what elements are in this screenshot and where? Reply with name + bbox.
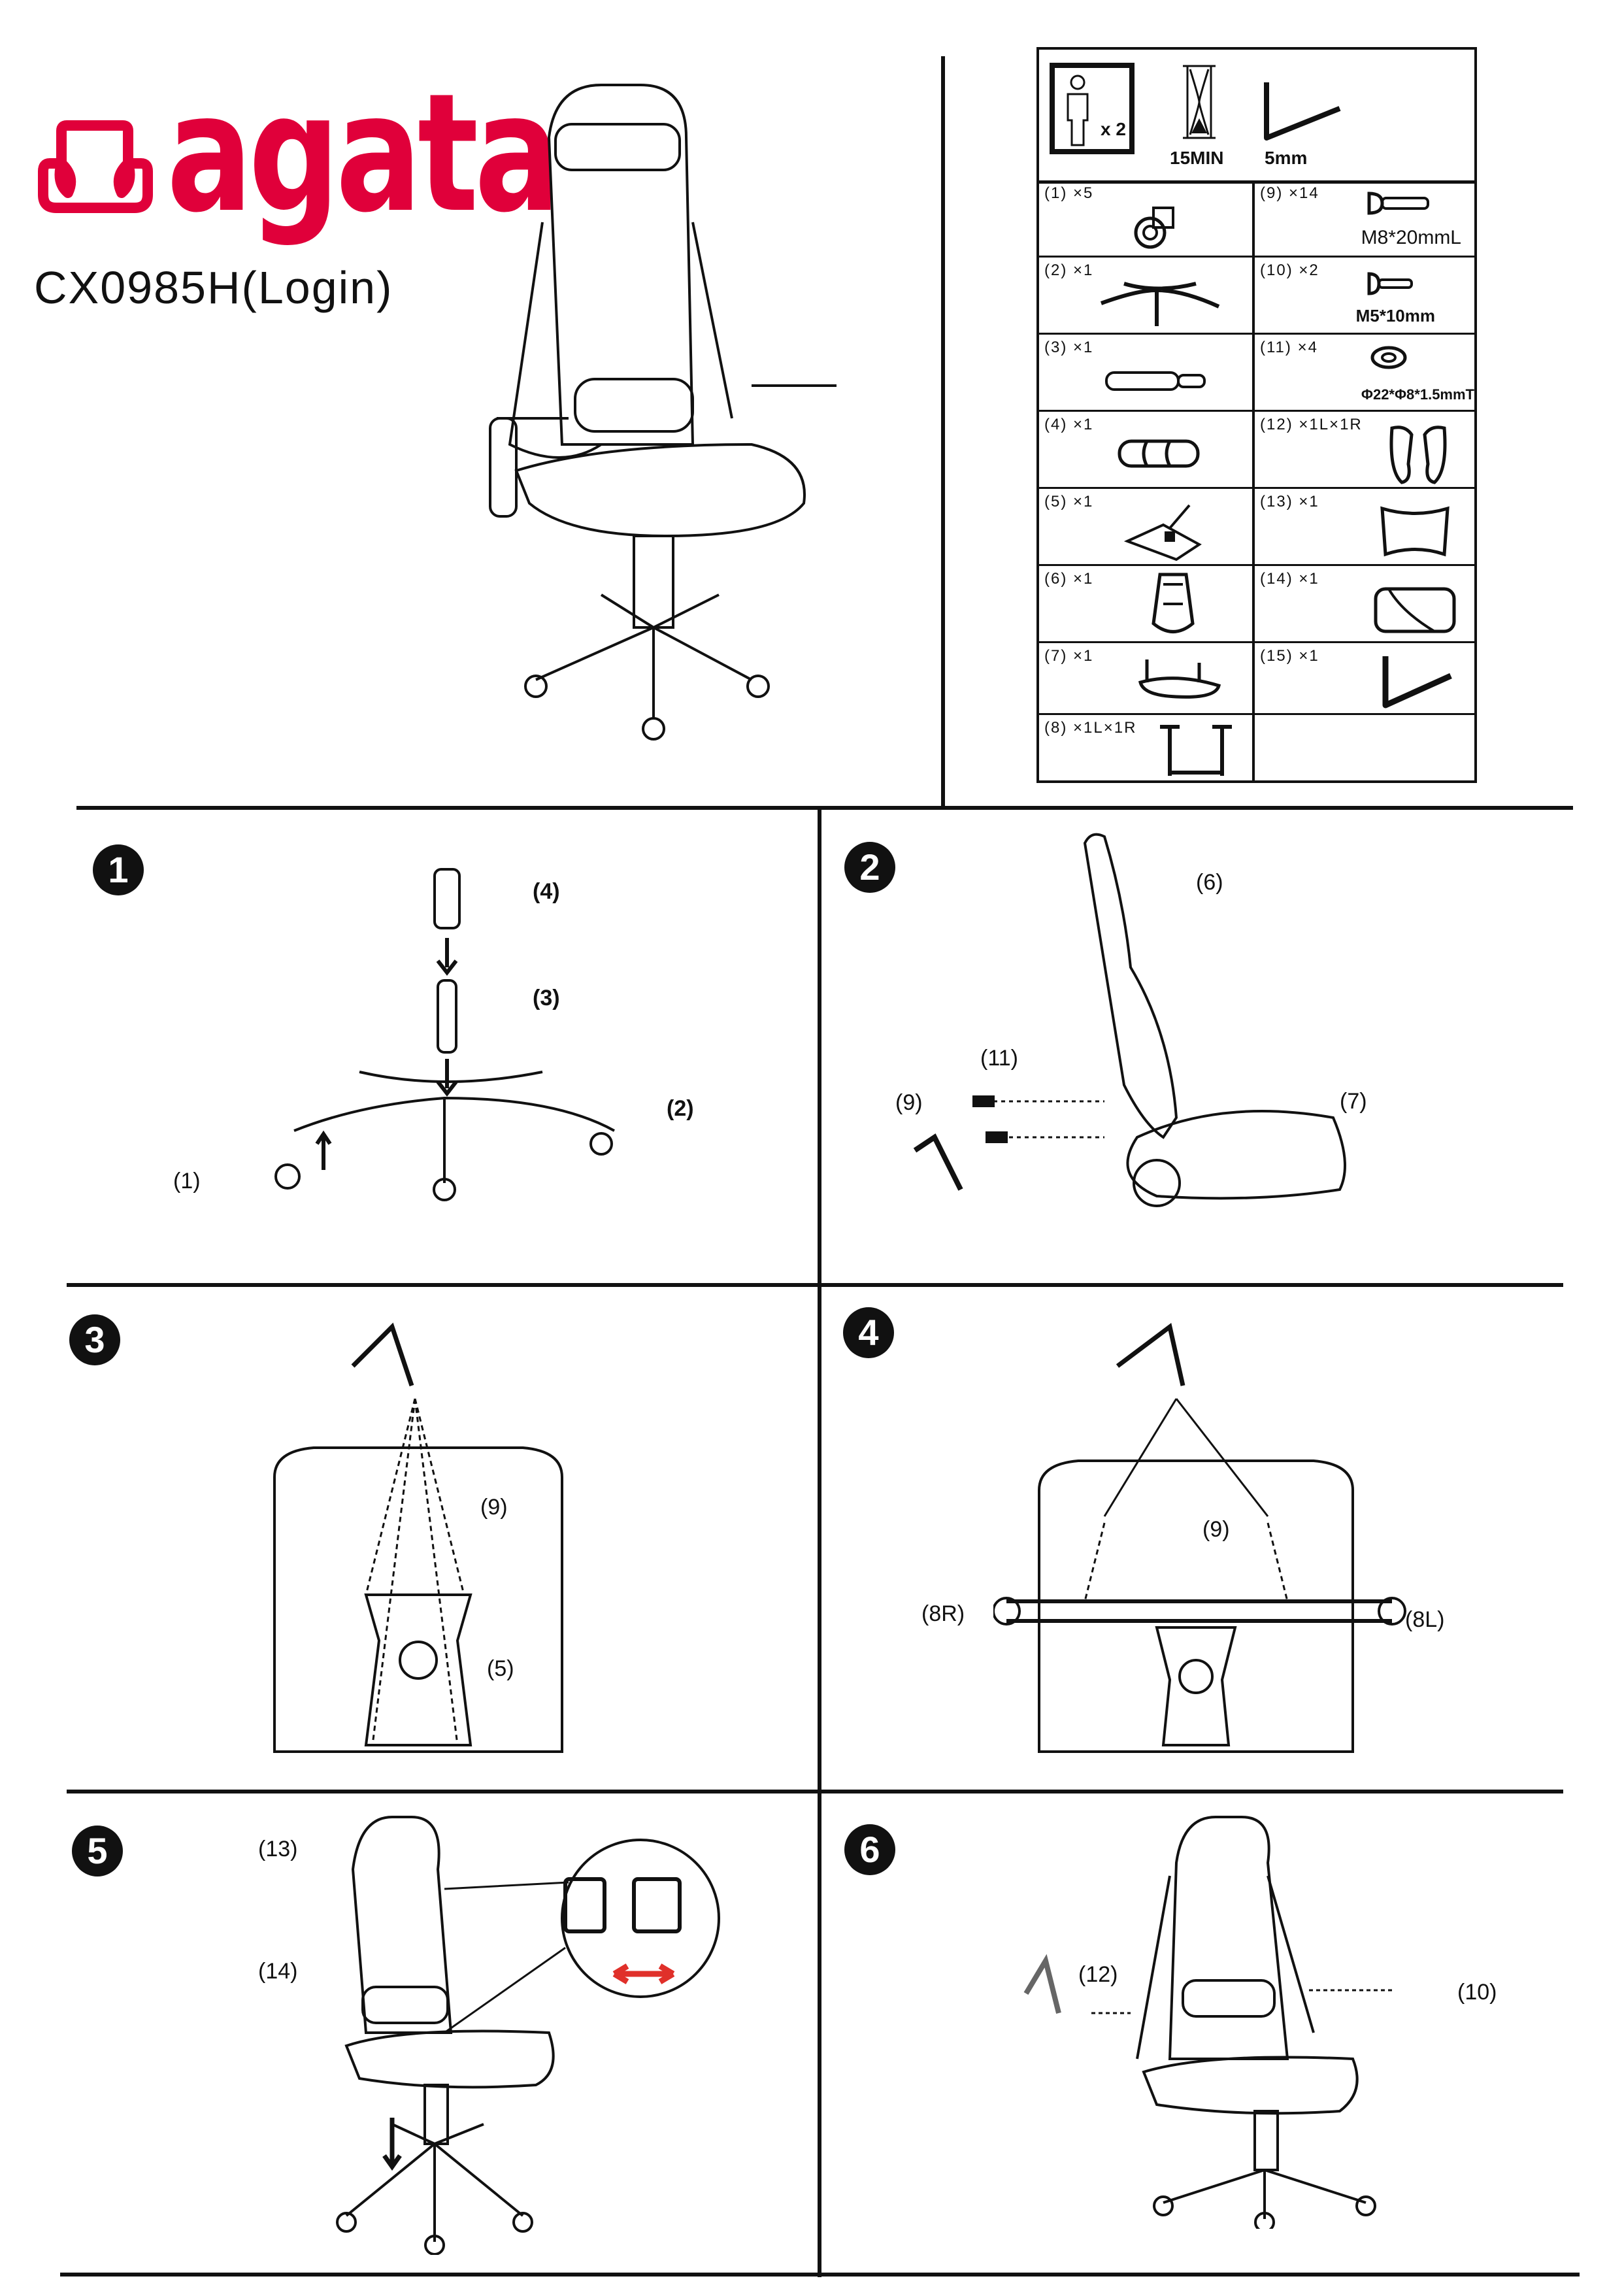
- step-3-number: 3: [69, 1314, 120, 1365]
- divider-vertical-top: [941, 56, 945, 808]
- part-6: (6) ×1: [1039, 566, 1255, 643]
- assembly-time: 15MIN: [1170, 148, 1224, 168]
- divider-horizontal-2: [67, 1283, 1563, 1287]
- part-15: (15) ×1: [1255, 643, 1474, 715]
- mechanism-icon: [1124, 504, 1202, 561]
- part-empty: [1255, 715, 1474, 780]
- step-2-illustration: [913, 833, 1346, 1207]
- step-4-callout-9: (9): [1202, 1517, 1230, 1542]
- armchair-logo-icon: [38, 120, 153, 213]
- gas-lift-cover-icon: [1118, 439, 1200, 468]
- divider-horizontal-4: [60, 2273, 1580, 2277]
- part-8: (8) ×1L×1R: [1039, 715, 1255, 780]
- two-person-icon: x 2: [1050, 63, 1135, 154]
- brand-logo: [37, 118, 154, 216]
- step-5-number: 5: [72, 1826, 123, 1876]
- part-4: (4) ×1: [1039, 412, 1255, 489]
- hourglass-icon: [1183, 65, 1216, 139]
- part-13: (13) ×1: [1255, 489, 1474, 566]
- assembled-chair-illustration: [489, 84, 837, 741]
- model-title: CX0985H(Login): [34, 262, 393, 313]
- step-2-number: 2: [844, 842, 895, 893]
- backrest-icon: [1152, 573, 1195, 633]
- washer-icon: [1370, 346, 1407, 369]
- step-6-callout-10: (10): [1457, 1980, 1497, 2005]
- divider-horizontal-3: [67, 1790, 1563, 1793]
- step-2-callout-6: (6): [1196, 870, 1223, 895]
- part-9: (9) ×14 M8*20mmL: [1255, 180, 1474, 258]
- part-3: (3) ×1: [1039, 335, 1255, 412]
- step-6-callout-12: (12): [1078, 1962, 1118, 1987]
- people-count: x 2: [1101, 119, 1126, 139]
- requirements-row: x 2 15MIN 5mm: [1039, 50, 1474, 184]
- step-4-callout-8r: (8R): [921, 1601, 965, 1626]
- bolt-m8-icon: [1367, 192, 1429, 215]
- side-covers-icon: [1389, 425, 1447, 484]
- divider-horizontal-1: [76, 806, 1573, 810]
- bolt-m5-icon: [1367, 272, 1413, 295]
- step-2-callout-9: (9): [895, 1090, 923, 1115]
- lumbar-pillow-icon: [1374, 587, 1456, 633]
- step-5-callout-13: (13): [258, 1837, 298, 1861]
- step-4-number: 4: [843, 1307, 894, 1358]
- base-icon: [1100, 282, 1220, 326]
- step-1-callout-3: (3): [533, 986, 560, 1010]
- step-1-callout-1: (1): [173, 1169, 201, 1193]
- step-3-callout-9: (9): [480, 1495, 508, 1520]
- bolt-m8-spec: M8*20mmL: [1361, 227, 1461, 248]
- step-4-callout-8l: (8L): [1405, 1607, 1445, 1632]
- part-14: (14) ×1: [1255, 566, 1474, 643]
- armrests-icon: [1160, 725, 1232, 776]
- step-1-callout-4: (4): [533, 879, 560, 904]
- divider-vertical-steps: [818, 808, 821, 2277]
- step-6-number: 6: [844, 1824, 895, 1875]
- seat-icon: [1138, 659, 1221, 699]
- step-1-illustration: [274, 868, 615, 1201]
- part-11: (11) ×4 Φ22*Φ8*1.5mmT: [1255, 335, 1474, 412]
- step-4-illustration: [993, 1322, 1406, 1753]
- parts-table: x 2 15MIN 5mm (1) ×5 (2) ×1 (3) ×1 (4) ×…: [1036, 47, 1477, 783]
- step-3-illustration: [273, 1322, 563, 1753]
- tool-size: 5mm: [1265, 148, 1308, 168]
- allen-key-icon: [1264, 82, 1341, 141]
- bolt-m5-spec: M5*10mm: [1355, 306, 1435, 325]
- allen-key-part-icon: [1382, 656, 1452, 709]
- step-2-callout-11: (11): [980, 1046, 1018, 1071]
- step-3-callout-5: (5): [487, 1656, 514, 1681]
- part-12: (12) ×1L×1R: [1255, 412, 1474, 489]
- step-1-number: 1: [93, 844, 144, 895]
- step-5-illustration: [336, 1816, 720, 2255]
- gas-lift-icon: [1105, 371, 1206, 391]
- step-1-callout-2: (2): [667, 1096, 694, 1121]
- brand-name: agata: [167, 58, 561, 248]
- step-2-callout-7: (7): [1340, 1089, 1367, 1114]
- part-1: (1) ×5: [1039, 180, 1255, 258]
- caster-wheel-icon: [1134, 207, 1174, 249]
- part-2: (2) ×1: [1039, 258, 1255, 335]
- step-6-illustration: [1023, 1816, 1392, 2229]
- washer-spec: Φ22*Φ8*1.5mmT: [1361, 386, 1474, 403]
- part-7: (7) ×1: [1039, 643, 1255, 715]
- part-5: (5) ×1: [1039, 489, 1255, 566]
- part-10: (10) ×2 M5*10mm: [1255, 258, 1474, 335]
- step-5-callout-14: (14): [258, 1959, 298, 1984]
- headrest-pillow-icon: [1380, 506, 1450, 557]
